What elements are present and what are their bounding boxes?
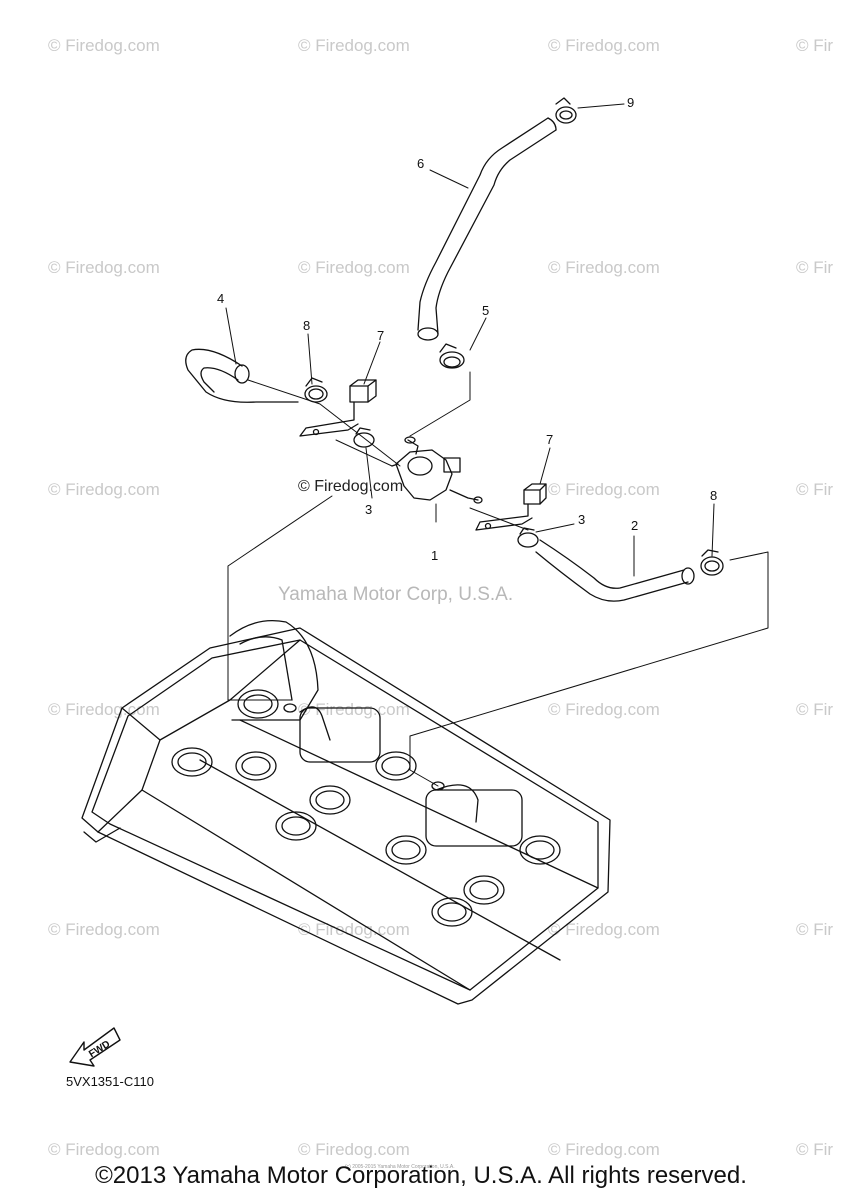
watermark: © Firedog.com [548, 36, 660, 55]
callout-7-left: 7 [377, 328, 384, 343]
watermark: © Fir [796, 258, 834, 277]
clamp-3-left [353, 427, 375, 448]
watermark: © Firedog.com [48, 36, 160, 55]
watermark: © Firedog.com [298, 1140, 410, 1159]
watermark: © Fir [796, 700, 834, 719]
watermark: © Firedog.com [298, 920, 410, 939]
watermark: © Firedog.com [48, 258, 160, 277]
watermark: © Firedog.com [548, 700, 660, 719]
fwd-label: FWD [87, 1039, 112, 1060]
callout-9: 9 [627, 95, 634, 110]
callout-8-left: 8 [303, 318, 310, 333]
callout-1: 1 [431, 548, 438, 563]
callout-7-right: 7 [546, 432, 553, 447]
watermark: © Firedog.com [548, 258, 660, 277]
watermark: © Firedog.com [548, 920, 660, 939]
fine-print: (c) 2005-2015 Yamaha Motor Corporation, … [345, 1164, 455, 1170]
hose-4 [185, 348, 299, 403]
watermark: © Fir [796, 36, 834, 55]
watermark: © Firedog.com [298, 36, 410, 55]
air-cut-valve-1 [391, 436, 483, 504]
watermark-overlay: © Firedog.com [298, 478, 404, 495]
callout-2: 2 [631, 518, 638, 533]
bracket-7-right [475, 483, 547, 531]
clamp-8-right [700, 549, 724, 576]
clamp-3-right [517, 527, 539, 548]
callout-3-right: 3 [578, 512, 585, 527]
cylinder-head-cover [81, 619, 611, 1005]
callouts [225, 103, 715, 577]
hose-2 [535, 539, 695, 602]
clamp-9 [555, 97, 577, 124]
yamaha-corp-mark: Yamaha Motor Corp, U.S.A. [278, 584, 514, 605]
watermark: © Firedog.com [48, 1140, 160, 1159]
hose-6 [417, 117, 557, 341]
watermark: © Firedog.com [48, 480, 160, 499]
watermark: © Fir [796, 480, 834, 499]
watermark: © Fir [796, 1140, 834, 1159]
leader-lines [227, 371, 769, 787]
watermark: © Firedog.com [48, 700, 160, 719]
watermark: © Firedog.com [548, 480, 660, 499]
watermark: © Firedog.com [298, 700, 410, 719]
watermark: © Firedog.com [48, 920, 160, 939]
callout-4: 4 [217, 291, 224, 306]
clamp-8-left [304, 377, 328, 403]
callout-8-right: 8 [710, 488, 717, 503]
clamp-5 [439, 343, 465, 369]
watermark: © Firedog.com [548, 1140, 660, 1159]
copyright-footer: ©2013 Yamaha Motor Corporation, U.S.A. A… [95, 1162, 747, 1189]
watermark: © Fir [796, 920, 834, 939]
part-code: 5VX1351-C110 [66, 1074, 154, 1089]
callout-3-left: 3 [365, 502, 372, 517]
fwd-arrow-icon: FWD [69, 1027, 121, 1067]
callout-6: 6 [417, 156, 424, 171]
bracket-7-left [299, 379, 377, 437]
watermark: © Firedog.com [298, 258, 410, 277]
callout-5: 5 [482, 303, 489, 318]
